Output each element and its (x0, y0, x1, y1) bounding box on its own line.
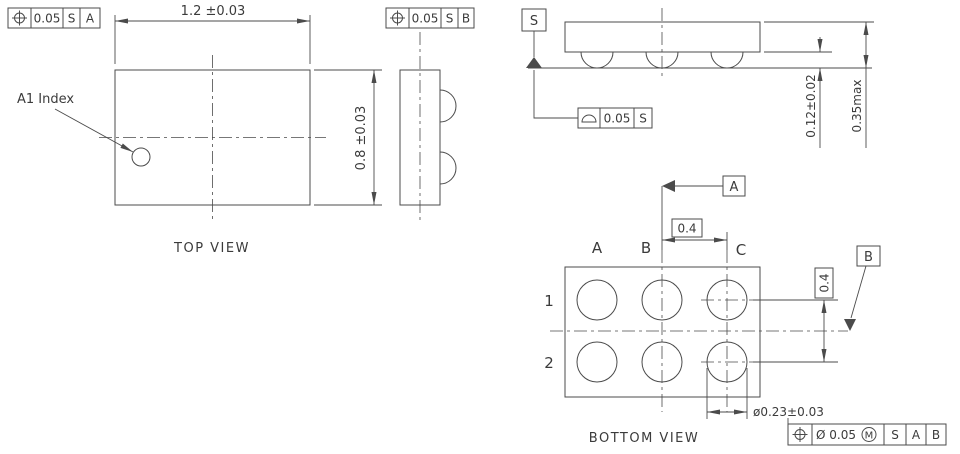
fcf-frame (577, 107, 653, 129)
coplanarity-tolerance: 0.05 (604, 112, 631, 126)
ball-c1 (706, 279, 748, 321)
fcf-position-datum-b: 0.05 S B (385, 7, 475, 29)
package-body-side (564, 21, 761, 53)
package-outline-bottom (564, 266, 761, 398)
width-dim-text: 1.2 ±0.03 (181, 4, 246, 19)
pitch-x-dimension: 0.4 (662, 218, 728, 250)
mmc-modifier-icon: M (861, 427, 877, 442)
bottom-view: A B C 1 2 0.4 A B (544, 175, 947, 446)
ball-height-dim-text: 0.12±0.02 (804, 74, 818, 138)
datum-triangle-icon (662, 180, 675, 192)
col-label-c: C (736, 241, 746, 259)
ball-height-dimension: 0.12±0.02 (764, 37, 832, 148)
solder-ball-profile (439, 151, 457, 185)
datum-frame (722, 175, 746, 197)
ball-b1 (641, 279, 683, 321)
datum-b-label: B (864, 250, 873, 265)
datum-a-label: A (730, 180, 739, 195)
mmc-modifier-letter: M (865, 431, 874, 442)
solder-ball-side (645, 51, 679, 69)
col-label-b: B (641, 239, 651, 257)
datum-leader (850, 265, 867, 319)
fcf-b-tolerance: 0.05 (412, 12, 439, 26)
fcf-a-tolerance: 0.05 (34, 12, 61, 26)
ball-diameter-dimension: ø0.23±0.03 (706, 368, 824, 424)
fcf-a-datum2: A (86, 12, 95, 26)
fcf-datum1: S (891, 428, 899, 442)
fcf-tolerance: Ø 0.05 (816, 428, 856, 442)
pitch-y-dimension: 0.4 (753, 267, 838, 363)
total-height-dimension: 0.35max (764, 21, 874, 148)
fcf-a-datum1: S (68, 12, 76, 26)
top-view: 0.05 S A 1.2 ±0.03 0.05 S B (7, 4, 475, 256)
ball-diameter-text: ø0.23±0.03 (753, 405, 824, 419)
solder-ball-side (710, 51, 744, 69)
height-dimension: 0.8 ±0.03 (314, 69, 382, 206)
a1-index-marker (131, 147, 151, 167)
fcf-frame (787, 423, 947, 446)
datum-a-flag: A (662, 175, 746, 197)
fcf-position-datum-a: 0.05 S A (7, 7, 101, 29)
basic-dim-frame (671, 218, 703, 238)
datum-triangle-icon (526, 57, 542, 68)
col-label-a: A (592, 239, 603, 257)
position-symbol-icon (792, 427, 808, 442)
datum-s-flag: S (521, 8, 547, 68)
solder-ball-side (580, 51, 614, 69)
fcf-frame (7, 7, 101, 29)
datum-frame (856, 245, 881, 267)
fcf-leader (533, 70, 578, 119)
height-dim-text: 0.8 ±0.03 (354, 106, 369, 171)
top-view-label: TOP VIEW (173, 241, 250, 256)
position-symbol-icon (390, 10, 405, 26)
leader-line (54, 108, 134, 153)
fcf-b-datum2: B (462, 12, 470, 26)
datum-triangle-icon (844, 319, 856, 331)
fcf-ball-position: Ø 0.05 M S A B (787, 423, 947, 446)
row-label-2: 2 (544, 354, 554, 372)
side-profile-view (399, 32, 457, 221)
ball-c2 (706, 341, 748, 383)
front-view: S 0.05 S 0.12±0.02 (521, 8, 874, 148)
pitch-x-text: 0.4 (677, 222, 696, 236)
width-dimension: 1.2 ±0.03 (114, 4, 311, 64)
solder-ball-profile (439, 89, 457, 123)
a1-index-label: A1 Index (17, 92, 74, 107)
ball-a2 (576, 341, 618, 383)
ball-b2 (641, 341, 683, 383)
datum-b-flag: B (844, 245, 881, 331)
coplanarity-datum: S (639, 112, 647, 126)
a1-index-callout: A1 Index (17, 92, 151, 167)
fcf-coplanarity: 0.05 S (533, 70, 653, 129)
fcf-b-datum1: S (446, 12, 454, 26)
pitch-y-text: 0.4 (818, 273, 832, 292)
ball-a1 (576, 279, 618, 321)
fcf-frame (385, 7, 475, 29)
bottom-view-label: BOTTOM VIEW (589, 431, 699, 446)
fcf-datum2: A (912, 428, 921, 442)
row-label-1: 1 (544, 292, 554, 310)
datum-s-label: S (530, 14, 538, 29)
basic-dim-frame (814, 267, 834, 299)
fcf-datum3: B (932, 428, 940, 442)
coplanarity-symbol-icon (581, 114, 597, 123)
solder-ball-array (576, 279, 748, 383)
position-symbol-icon (12, 10, 27, 26)
total-height-dim-text: 0.35max (850, 80, 864, 133)
